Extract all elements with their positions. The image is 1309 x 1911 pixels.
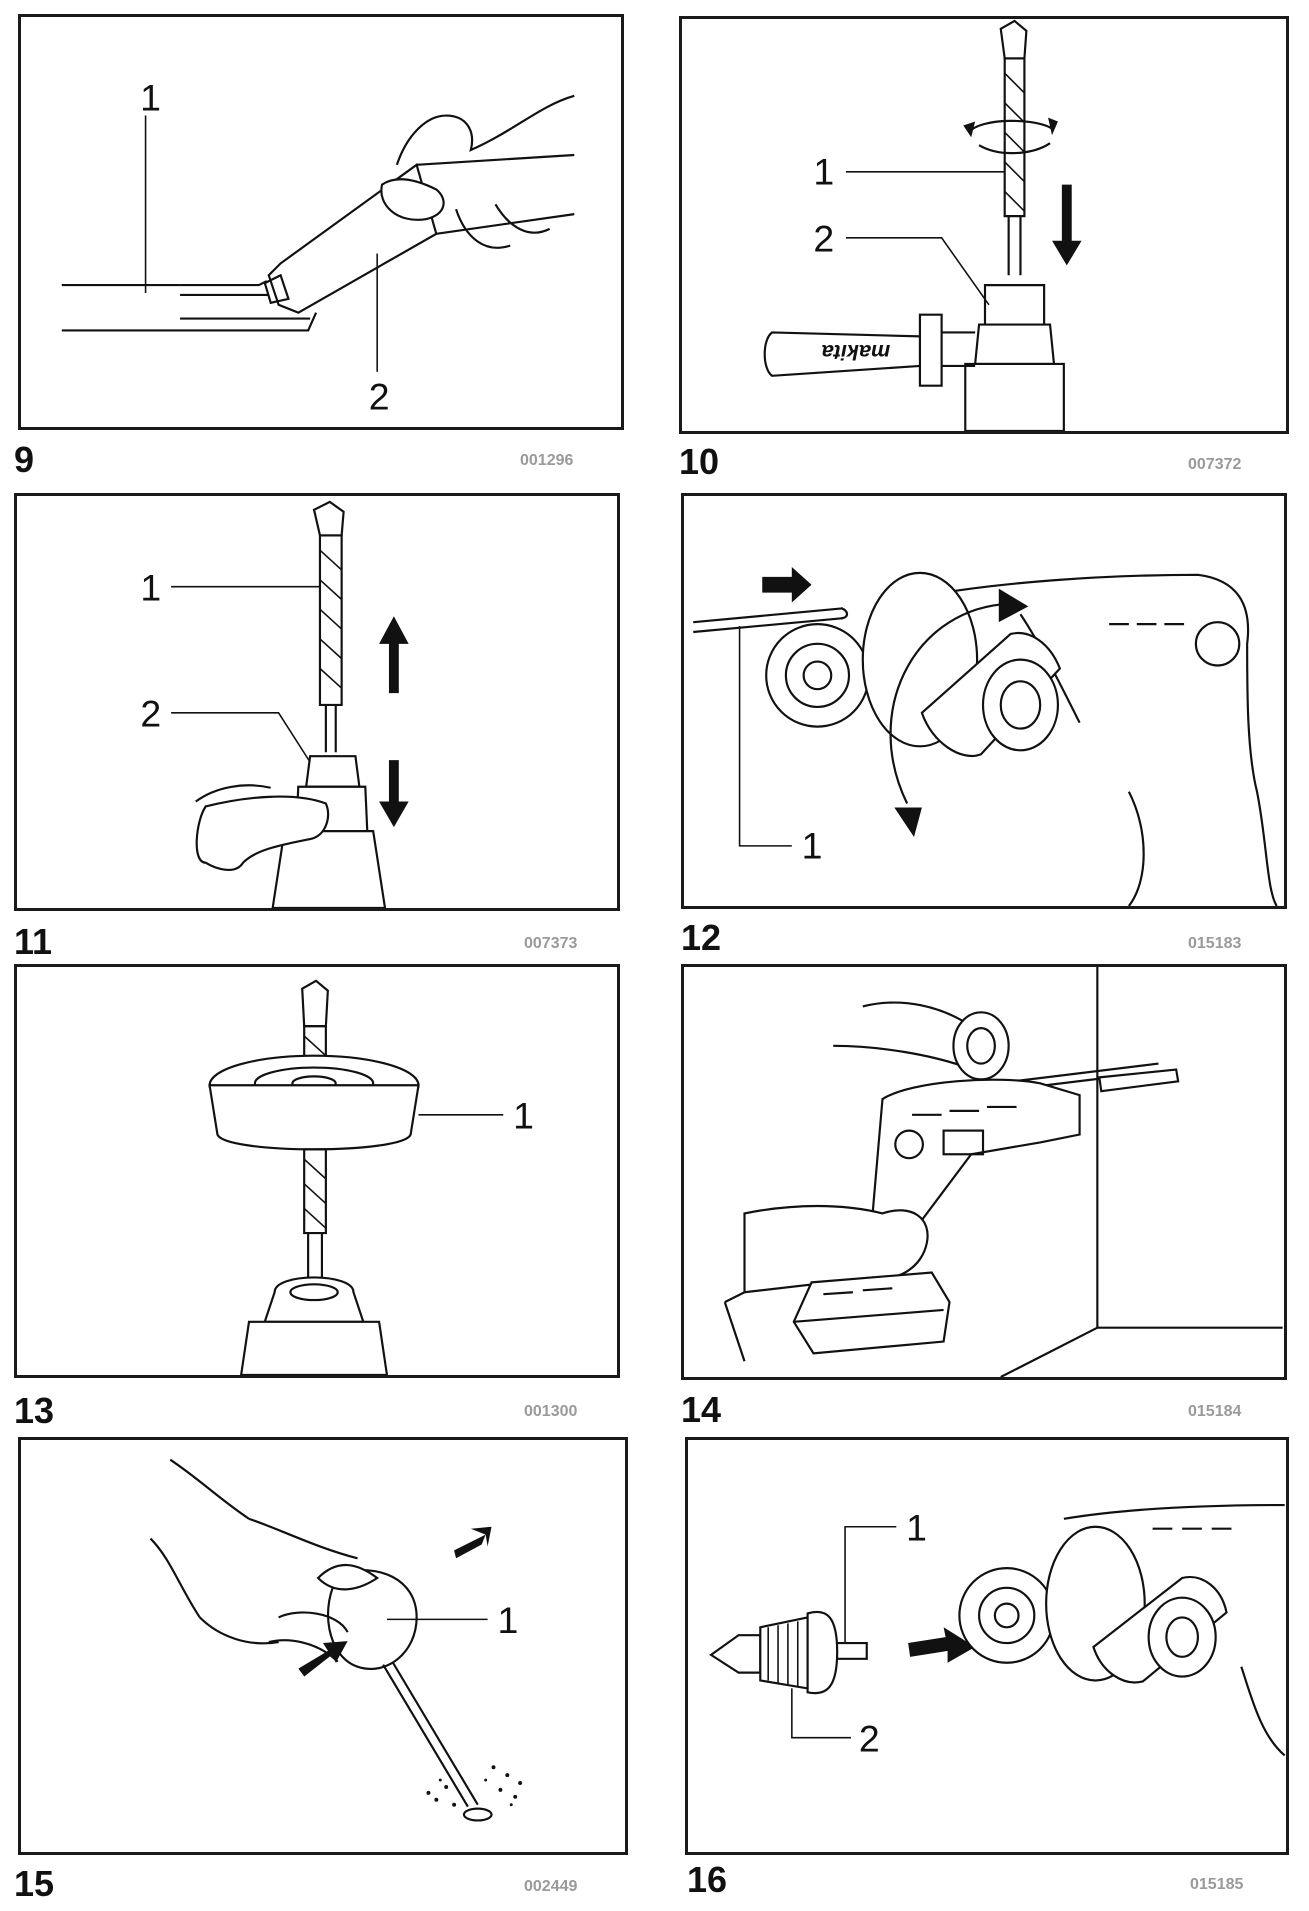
figure-16-illustration: 1 2 (709, 1503, 1286, 1759)
callout-1: 1 (497, 1599, 518, 1641)
figure-14-panel (681, 964, 1287, 1380)
figure-9-panel: 1 2 (18, 14, 624, 430)
figure-11-illustration: 1 2 (140, 500, 409, 908)
callout-2: 2 (140, 693, 161, 735)
figure-code: 001300 (524, 1403, 578, 1420)
figure-code: 002449 (524, 1878, 578, 1895)
figure-code: 001296 (520, 452, 574, 469)
figure-number: 16 (687, 1859, 728, 1900)
figure-number: 13 (14, 1390, 55, 1431)
figure-code: 015184 (1188, 1403, 1242, 1420)
figure-16-panel: 1 2 (685, 1437, 1289, 1855)
figure-14-illustration (723, 967, 1283, 1377)
svg-text:makita: makita (822, 340, 891, 365)
callout-1: 1 (140, 566, 161, 608)
figure-code: 007373 (524, 935, 578, 952)
figure-13-illustration: 1 (208, 979, 534, 1375)
callout-1: 1 (813, 151, 834, 193)
figure-10-illustration: makita 1 2 (763, 19, 1082, 431)
figure-number: 14 (681, 1389, 722, 1430)
figure-number: 9 (14, 439, 35, 480)
callout-1: 1 (906, 1507, 927, 1549)
figure-12-illustration: 1 (693, 566, 1278, 906)
figure-15-panel: 1 (18, 1437, 628, 1855)
callout-1: 1 (513, 1095, 534, 1137)
figure-12-panel: 1 (681, 493, 1287, 909)
callout-1: 1 (140, 77, 161, 119)
callout-2: 2 (369, 375, 390, 417)
makita-logo: makita (822, 340, 891, 365)
figure-code: 007372 (1188, 456, 1242, 473)
figure-code: 015185 (1190, 1876, 1244, 1893)
figure-number: 15 (14, 1863, 55, 1904)
figure-number: 10 (679, 441, 720, 482)
figure-13-panel: 1 (14, 964, 620, 1378)
figure-10-panel: makita 1 2 (679, 16, 1289, 434)
callout-2: 2 (859, 1717, 880, 1759)
figure-9-illustration: 1 2 (61, 77, 575, 417)
dust-particles (426, 1765, 523, 1807)
figure-11-panel: 1 2 (14, 493, 620, 911)
callout-1: 1 (802, 825, 823, 867)
figure-code: 015183 (1188, 935, 1242, 952)
figure-15-illustration: 1 (149, 1458, 523, 1822)
figure-number: 12 (681, 917, 722, 958)
figure-number: 11 (14, 921, 53, 962)
callout-2: 2 (813, 218, 834, 260)
